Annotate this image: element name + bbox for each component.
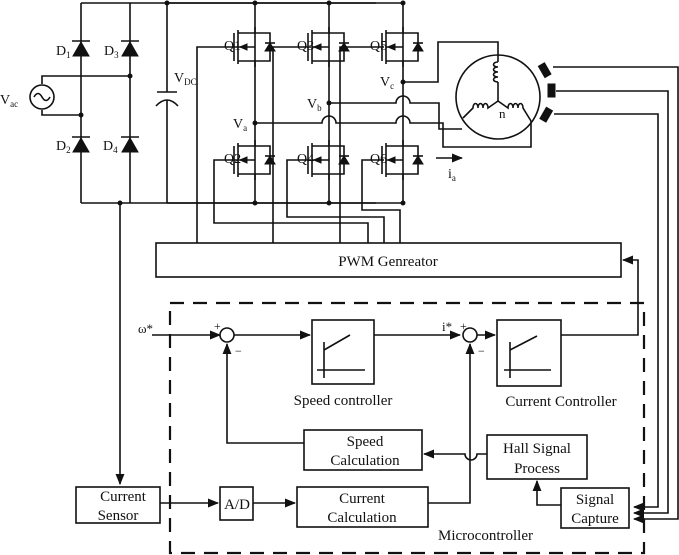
- capture-to-hall: [532, 479, 561, 506]
- diode-d2: [72, 136, 90, 153]
- hall-to-speed-calc: [422, 449, 487, 461]
- diode-d1: [72, 40, 90, 57]
- hall-sensor-3: [539, 106, 554, 123]
- phase-output-wires: [255, 41, 532, 148]
- signal-capture-label-2: Capture: [571, 511, 619, 527]
- label-vac: Vac: [0, 93, 18, 109]
- current-controller-block: [496, 319, 562, 387]
- microcontroller-boundary: [168, 301, 646, 555]
- speed-calculation-block: [303, 429, 423, 471]
- plus-sign: +: [460, 319, 467, 333]
- inverter: [167, 0, 406, 206]
- wire-phase-a: [255, 115, 532, 148]
- hall-sensor-1: [537, 62, 552, 79]
- microcontroller-label: Microcontroller: [438, 528, 533, 544]
- speed-calculation-label-2: Calculation: [330, 453, 400, 469]
- speed-controller-label: Speed controller: [294, 393, 393, 409]
- bldc-motor: n: [455, 54, 556, 140]
- hall-signal-label-2: Process: [514, 461, 560, 477]
- mosfet-q3: [307, 27, 350, 67]
- ac-source: [29, 84, 55, 110]
- pwm-generator-block: [155, 242, 622, 278]
- current-feedback-line: [428, 342, 475, 504]
- mosfet-q5: [381, 27, 424, 67]
- wire-phase-c: [403, 41, 499, 83]
- mosfet-q6: [381, 140, 424, 180]
- current-calculation-label-2: Calculation: [327, 510, 397, 526]
- diode-d4: [121, 136, 139, 153]
- winding-a: [497, 100, 532, 122]
- label-omega-ref: ω*: [138, 321, 153, 336]
- plus-sign: +: [214, 319, 221, 333]
- speed-controller-block: [311, 319, 375, 385]
- current-controller-to-pwm: [561, 255, 639, 336]
- minus-sign: −: [478, 344, 485, 358]
- label-vc: Vc: [380, 75, 394, 91]
- ad-converter-label: A/D: [224, 497, 250, 513]
- mosfet-q4: [307, 140, 350, 180]
- mosfet-q2: [233, 140, 276, 180]
- gate-drive-wires: [196, 46, 401, 243]
- current-calculation-label-1: Current: [339, 491, 386, 507]
- speed-feedback-line: [222, 342, 304, 444]
- label-neutral: n: [499, 106, 506, 121]
- label-vdc: VDC: [174, 71, 197, 87]
- label-d3: D3: [104, 44, 119, 60]
- minus-sign: −: [235, 344, 242, 358]
- label-i-ref: i*: [442, 319, 452, 334]
- hall-feedback-wires: [553, 66, 679, 524]
- label-ia: ia: [448, 167, 456, 183]
- label-va: Va: [233, 117, 247, 133]
- current-sensor-block: [75, 486, 161, 524]
- label-d4: D4: [103, 139, 118, 155]
- current-calculation-block: [296, 486, 429, 528]
- rectifier: D1 D3 D2 D4 Vac VDC: [0, 0, 376, 206]
- current-sensor-label-1: Current: [100, 489, 147, 505]
- current-controller-label: Current Controller: [505, 394, 616, 410]
- speed-calculation-label-1: Speed: [347, 434, 384, 450]
- winding-c: [492, 61, 499, 83]
- label-d2: D2: [56, 139, 71, 155]
- ad-converter-block: [219, 486, 254, 521]
- winding-b: [462, 100, 499, 119]
- label-d1: D1: [56, 44, 71, 60]
- pwm-generator-label: PWM Genreator: [338, 254, 438, 270]
- speed-summing-junction: [219, 327, 235, 343]
- label-vb: Vb: [307, 97, 322, 113]
- current-sensor-label-2: Sensor: [98, 508, 139, 524]
- hall-signal-label-1: Hall Signal: [503, 441, 571, 457]
- signal-capture-block: [560, 487, 630, 529]
- signal-capture-label-1: Signal: [576, 492, 614, 508]
- dc-link-capacitor: [155, 3, 179, 203]
- hall-sensor-2: [547, 83, 556, 98]
- diode-d3: [121, 40, 139, 57]
- hall-signal-process-block: [486, 434, 588, 480]
- wire-phase-b: [329, 95, 462, 130]
